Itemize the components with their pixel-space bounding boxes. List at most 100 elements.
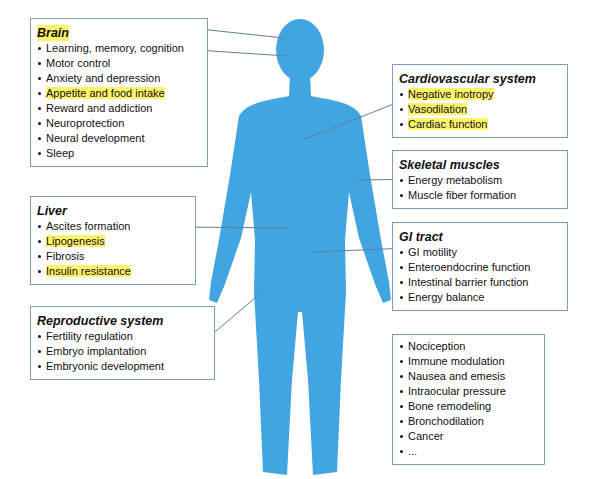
list-row: Fertility regulation [37, 329, 206, 344]
effect-item: Negative inotropy [408, 88, 494, 100]
list-row: Insulin resistance [37, 264, 187, 279]
bullet-dot [38, 240, 41, 243]
effect-item: Bone remodeling [408, 400, 491, 412]
list-row: Cancer [399, 429, 536, 444]
list-row: ... [399, 444, 536, 459]
list-row: Reward and addiction [37, 101, 199, 116]
effect-item: Muscle fiber formation [408, 189, 516, 201]
leader-line [208, 30, 284, 38]
effect-item: GI motility [408, 246, 457, 258]
effect-item: Enteroendocrine function [408, 261, 530, 273]
bullet-dot [400, 390, 403, 393]
list-row: Nausea and emesis [399, 369, 536, 384]
organ-heading: GI tract [399, 229, 443, 245]
effect-item: ... [408, 445, 417, 457]
list-row: Vasodilation [399, 102, 559, 117]
list-row: Ascites formation [37, 219, 187, 234]
heading-row: Brain [37, 23, 199, 41]
bullet-dot [400, 179, 403, 182]
list-row: Cardiac function [399, 117, 559, 132]
list-row: Energy metabolism [399, 173, 559, 188]
bullet-dot [400, 345, 403, 348]
effect-item: Nausea and emesis [408, 370, 505, 382]
effect-item: Insulin resistance [46, 265, 131, 277]
leader-line [196, 227, 288, 229]
list-row: Intraocular pressure [399, 384, 536, 399]
effect-item: Bronchodilation [408, 415, 484, 427]
list-row: Neuroprotection [37, 116, 199, 131]
bullet-dot [400, 450, 403, 453]
bullet-dot [38, 47, 41, 50]
effect-item: Motor control [46, 57, 110, 69]
heading-row: Liver [37, 201, 187, 219]
heading-row: GI tract [399, 227, 559, 245]
list-row: Intestinal barrier function [399, 275, 559, 290]
list-row: Nociception [399, 339, 536, 354]
heading-row: Cardiovascular system [399, 69, 559, 87]
bullet-dot [38, 365, 41, 368]
effect-item: Neural development [46, 132, 144, 144]
bullet-dot [38, 225, 41, 228]
organ-heading: Brain [37, 25, 69, 41]
organ-box: Reproductive systemFertility regulationE… [30, 306, 215, 380]
effects-list-box: NociceptionImmune modulationNausea and e… [392, 334, 545, 465]
head-shape [276, 19, 324, 81]
effect-item: Anxiety and depression [46, 72, 160, 84]
organ-heading: Skeletal muscles [399, 157, 500, 173]
effect-item: Learning, memory, cognition [46, 42, 184, 54]
list-row: Negative inotropy [399, 87, 559, 102]
list-row: Bone remodeling [399, 399, 536, 414]
organ-heading: Reproductive system [37, 313, 163, 329]
effect-item: Neuroprotection [46, 117, 124, 129]
bullet-dot [38, 77, 41, 80]
effect-item: Intraocular pressure [408, 385, 506, 397]
effect-item: Embryo implantation [46, 345, 146, 357]
bullet-dot [400, 93, 403, 96]
list-row: Motor control [37, 56, 199, 71]
leader-line [357, 179, 392, 181]
organ-box: GI tractGI motilityEnteroendocrine funct… [392, 222, 568, 311]
bullet-dot [38, 350, 41, 353]
bullet-dot [38, 152, 41, 155]
list-row: Appetite and food intake [37, 86, 199, 101]
list-row: GI motility [399, 245, 559, 260]
list-row: Neural development [37, 131, 199, 146]
effect-item: Immune modulation [408, 355, 505, 367]
effect-item: Ascites formation [46, 220, 130, 232]
effect-item: Energy metabolism [408, 174, 502, 186]
leader-line [215, 292, 262, 332]
list-row: Anxiety and depression [37, 71, 199, 86]
list-row: Fibrosis [37, 249, 187, 264]
list-row: Energy balance [399, 290, 559, 305]
organ-box: BrainLearning, memory, cognitionMotor co… [30, 18, 208, 167]
effect-item: Sleep [46, 147, 74, 159]
bullet-dot [38, 255, 41, 258]
bullet-dot [38, 137, 41, 140]
bullet-dot [38, 107, 41, 110]
organ-heading: Cardiovascular system [399, 71, 536, 87]
effect-item: Vasodilation [408, 103, 467, 115]
bullet-dot [400, 266, 403, 269]
organ-box: LiverAscites formationLipogenesisFibrosi… [30, 196, 196, 285]
heading-row: Skeletal muscles [399, 155, 559, 173]
list-row: Learning, memory, cognition [37, 41, 199, 56]
organ-box: Cardiovascular systemNegative inotropyVa… [392, 64, 568, 138]
bullet-dot [400, 405, 403, 408]
list-row: Embryo implantation [37, 344, 206, 359]
effect-item: Fibrosis [46, 250, 85, 262]
bullet-dot [400, 281, 403, 284]
bullet-dot [400, 251, 403, 254]
effect-item: Reward and addiction [46, 102, 152, 114]
effect-item: Energy balance [408, 291, 484, 303]
organ-box: Skeletal musclesEnergy metabolismMuscle … [392, 150, 568, 209]
effect-item: Fertility regulation [46, 330, 133, 342]
list-row: Immune modulation [399, 354, 536, 369]
effect-item: Intestinal barrier function [408, 276, 528, 288]
effect-item: Cancer [408, 430, 443, 442]
bullet-dot [38, 122, 41, 125]
list-row: Enteroendocrine function [399, 260, 559, 275]
bullet-dot [400, 108, 403, 111]
leader-line [312, 249, 392, 252]
effect-item: Embryonic development [46, 360, 164, 372]
effect-item: Nociception [408, 340, 465, 352]
